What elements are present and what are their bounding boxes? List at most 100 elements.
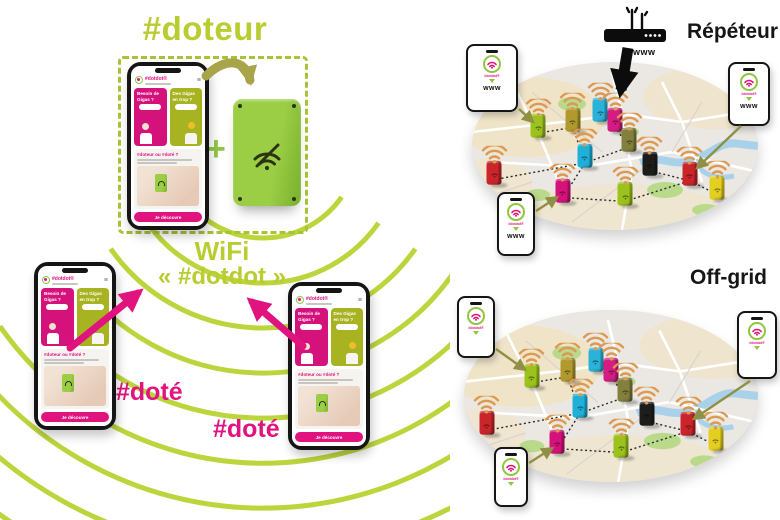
- dotdot-logo-icon: [296, 296, 304, 304]
- repeater-label: Répéteur: [687, 20, 779, 43]
- character-illustration: [298, 342, 325, 364]
- menu-icon: ≡: [103, 276, 108, 284]
- dotdot-device: [637, 136, 663, 176]
- product-photo: [44, 366, 106, 406]
- info-title: #doteur ou #doté ?: [137, 152, 179, 157]
- dotdot-device: [612, 362, 639, 402]
- pin-tip: [513, 227, 519, 231]
- smartphone-mockup: #dotdot® ≡ Besoin de Gigas ? Des Gigas e…: [34, 262, 116, 430]
- smartphone-mockup-small: #dotdot® www: [737, 311, 777, 379]
- dotdot-device: [572, 128, 598, 168]
- app-brand: #dotdot®: [52, 275, 75, 282]
- pin-tip: [746, 97, 752, 101]
- phone-notch: [743, 68, 755, 71]
- dotdot-device: [602, 93, 628, 133]
- dotdot-device: [677, 146, 703, 186]
- wifi-icon: [318, 400, 326, 406]
- dotdot-logo-icon: [740, 73, 758, 91]
- character-illustration: [334, 342, 361, 364]
- character-illustration: [137, 122, 164, 144]
- dotdot-logo-icon: [42, 276, 50, 284]
- menu-icon: ≡: [196, 76, 201, 84]
- dotdot-device: [587, 83, 613, 123]
- info-text-line: [44, 358, 99, 361]
- info-text-line: [137, 162, 177, 164]
- card-button: [335, 324, 358, 330]
- dotdot-device-photo: [62, 374, 74, 392]
- dotdot-device: [473, 396, 500, 436]
- phone-doteur: #dotdot® ≡ Besoin de Gigas ? Des Gigas e…: [127, 62, 209, 230]
- phone-notch: [316, 288, 342, 293]
- discover-button: Je découvre: [295, 432, 363, 442]
- app-brand: #dotdot®: [484, 74, 500, 78]
- internet-router-icon: [604, 6, 666, 42]
- dotdot-app-screen: #dotdot® ≡ Besoin de Gigas ? Des Gigas e…: [292, 286, 366, 446]
- card-title: Besoin de Gigas ?: [44, 291, 66, 302]
- app-brand: #dotdot®: [145, 75, 168, 82]
- card-button: [139, 104, 162, 110]
- app-info-section: #doteur ou #doté ?: [134, 149, 202, 209]
- info-text-line: [298, 382, 338, 384]
- card-title: Des Gigas en trop ?: [333, 311, 356, 322]
- dote-label-1: #doté: [116, 378, 183, 406]
- smartphone-mockup-small: #dotdot® www: [466, 44, 518, 112]
- dotdot-device: [703, 411, 729, 451]
- offgrid-label: Off-grid: [690, 266, 767, 289]
- dotdot-device: [550, 163, 576, 203]
- doteur-title: #doteur: [142, 10, 268, 47]
- phone-notch: [486, 50, 498, 53]
- smartphone-mockup: #dotdot® ≡ Besoin de Gigas ? Des Gigas e…: [127, 62, 209, 230]
- app-brand: #dotdot®: [741, 92, 757, 96]
- info-title: #doteur ou #doté ?: [44, 352, 86, 357]
- discover-button: Je découvre: [41, 412, 109, 422]
- smartphone-mockup-small: #dotdot® www: [497, 192, 535, 256]
- dotdot-device: [634, 387, 660, 427]
- character-illustration: [80, 322, 107, 344]
- app-brand: #dotdot®: [749, 341, 765, 345]
- app-brand: #dotdot®: [508, 222, 524, 226]
- card-title: Besoin de Gigas ?: [298, 311, 320, 322]
- info-text-line: [298, 378, 353, 381]
- dotdot-device: [560, 93, 586, 133]
- pin-tip: [508, 482, 514, 486]
- phone-dote-left: #dotdot® ≡ Besoin de Gigas ? Des Gigas e…: [34, 262, 116, 430]
- wifi-icon: [157, 180, 165, 186]
- dotdot-logo-icon: [507, 203, 525, 221]
- pin-tip: [754, 346, 760, 350]
- pin-tip: [473, 331, 479, 335]
- dotdot-device: [598, 342, 624, 382]
- menu-icon: ≡: [357, 296, 362, 304]
- dotdot-app-screen: #dotdot® ≡ Besoin de Gigas ? Des Gigas e…: [38, 266, 112, 426]
- dotdot-device: [567, 378, 593, 418]
- phone-notch: [155, 68, 181, 73]
- dotdot-logo-icon: [467, 307, 485, 325]
- www-label: www: [507, 233, 525, 240]
- dotdot-device: [555, 342, 581, 382]
- dotdot-logo-icon: [502, 458, 520, 476]
- card-title: Des Gigas en trop ?: [79, 291, 102, 302]
- card-gigas-en-trop: Des Gigas en trop ?: [169, 88, 202, 146]
- dotdot-logo-icon: [483, 55, 501, 73]
- dotdot-device-photo: [316, 394, 328, 412]
- phone-notch: [505, 453, 517, 456]
- character-illustration: [173, 122, 200, 144]
- character-illustration: [44, 322, 71, 344]
- card-besoin-gigas: Besoin de Gigas ?: [295, 308, 328, 366]
- card-button: [81, 304, 104, 310]
- card-gigas-en-trop: Des Gigas en trop ?: [76, 288, 109, 346]
- dotdot-device: [612, 167, 638, 207]
- phone-notch: [510, 198, 522, 201]
- www-label: www: [483, 85, 501, 92]
- info-text-line: [137, 158, 192, 161]
- dotdot-device: [675, 397, 701, 437]
- app-brand: #dotdot®: [503, 477, 519, 481]
- phone-notch: [62, 268, 88, 273]
- card-button: [46, 304, 69, 310]
- plus-sign: +: [206, 130, 226, 168]
- dote-label-2: #doté: [213, 415, 280, 443]
- smartphone-mockup: #dotdot® ≡ Besoin de Gigas ? Des Gigas e…: [288, 282, 370, 450]
- discover-button: Je découvre: [134, 212, 202, 222]
- dotdot-device: [616, 112, 642, 152]
- app-info-section: #doteur ou #doté ?: [295, 369, 363, 429]
